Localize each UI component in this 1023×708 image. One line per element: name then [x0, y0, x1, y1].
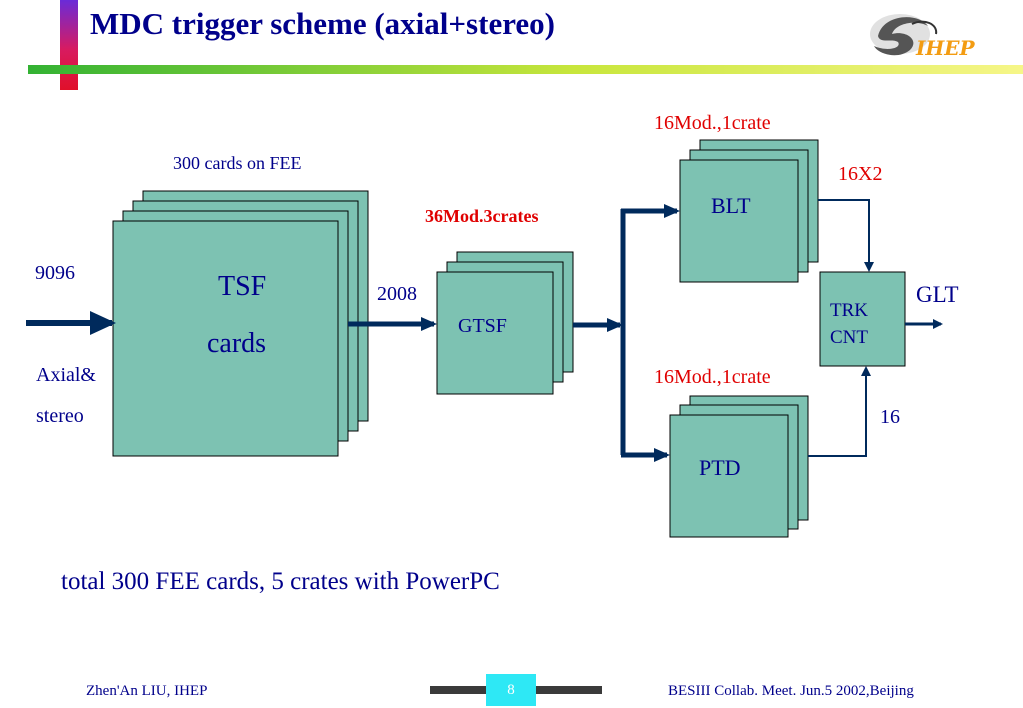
blt-to-trk-count: 16X2 — [838, 163, 883, 185]
logo-text: IHEP — [916, 36, 975, 60]
tsf-note: 300 cards on FEE — [173, 153, 302, 173]
tsf-to-gtsf-count: 2008 — [377, 283, 417, 305]
input-type-line2: stereo — [36, 405, 84, 427]
ptd-to-trk-arrow — [808, 366, 871, 457]
gtsf-module-stack — [436, 251, 574, 395]
footer-author: Zhen'An LIU, IHEP — [86, 683, 208, 699]
footer-event: BESIII Collab. Meet. Jun.5 2002,Beijing — [668, 683, 914, 699]
slide-caption: total 300 FEE cards, 5 crates with Power… — [61, 568, 500, 595]
ihep-logo — [870, 14, 938, 56]
blt-label: BLT — [711, 193, 751, 218]
input-type-line1: Axial& — [36, 364, 96, 386]
glt-output-label: GLT — [916, 282, 959, 307]
gtsf-note: 36Mod.3crates — [425, 206, 539, 226]
tsf-card-stack — [112, 190, 369, 457]
blt-module-stack — [679, 139, 819, 283]
tsf-label: TSF — [218, 271, 267, 302]
ptd-note: 16Mod.,1crate — [654, 366, 771, 388]
gtsf-label: GTSF — [458, 315, 507, 337]
tsf-cards-label: cards — [207, 328, 267, 359]
trk-cnt-box — [819, 271, 906, 367]
blt-note: 16Mod.,1crate — [654, 112, 771, 134]
slide-title: MDC trigger scheme (axial+stereo) — [90, 6, 555, 41]
ptd-label: PTD — [699, 455, 741, 480]
ptd-to-trk-count: 16 — [880, 406, 900, 428]
ptd-module-stack — [669, 395, 809, 538]
blt-to-trk-arrow — [818, 199, 874, 272]
trk-label-line1: TRK — [830, 300, 868, 321]
title-underline — [28, 65, 1023, 74]
page-number: 8 — [486, 674, 536, 706]
input-count: 9096 — [35, 262, 75, 284]
trk-label-line2: CNT — [830, 327, 868, 348]
